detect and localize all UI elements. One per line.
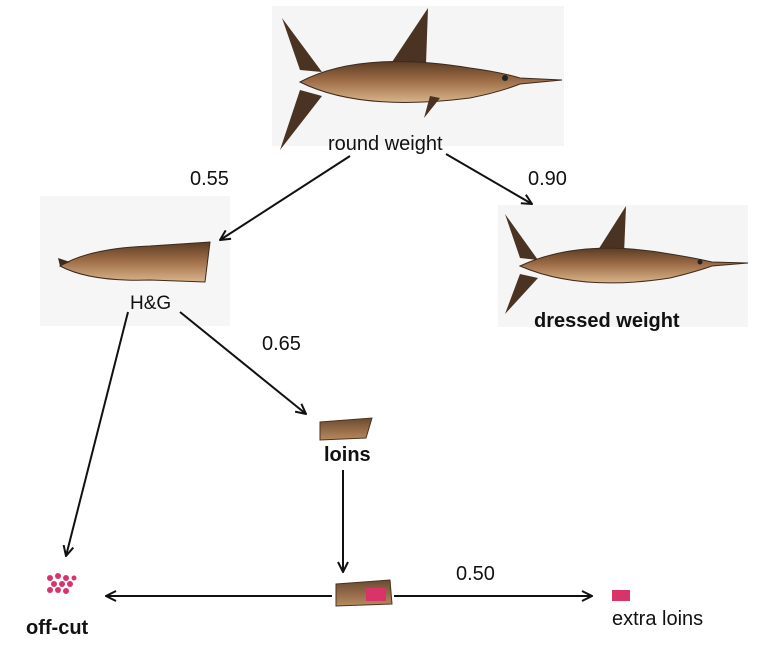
arrow-round-to-dressed	[446, 154, 532, 204]
ratio-round-to-hg: 0.55	[190, 168, 229, 191]
loins-label: loins	[324, 444, 371, 467]
loin-piece-icon	[320, 418, 372, 440]
ratio-round-to-dressed: 0.90	[528, 168, 567, 191]
extra-loin-block-icon	[612, 590, 630, 601]
ratio-cut-to-extra: 0.50	[456, 563, 495, 586]
round-weight-label: round weight	[328, 133, 443, 156]
trimmed-loin-icon	[336, 580, 392, 606]
extra-loins-label: extra loins	[612, 608, 703, 631]
arrow-hg-to-offcut	[66, 312, 128, 556]
hg-label: H&G	[130, 293, 171, 315]
arrow-hg-to-loins	[180, 312, 306, 414]
offcut-label: off-cut	[26, 617, 88, 640]
offcut-pieces-icon	[47, 573, 77, 594]
ratio-hg-to-loins: 0.65	[262, 333, 301, 356]
arrow-round-to-hg	[220, 156, 350, 240]
dressed-weight-label: dressed weight	[534, 310, 680, 333]
